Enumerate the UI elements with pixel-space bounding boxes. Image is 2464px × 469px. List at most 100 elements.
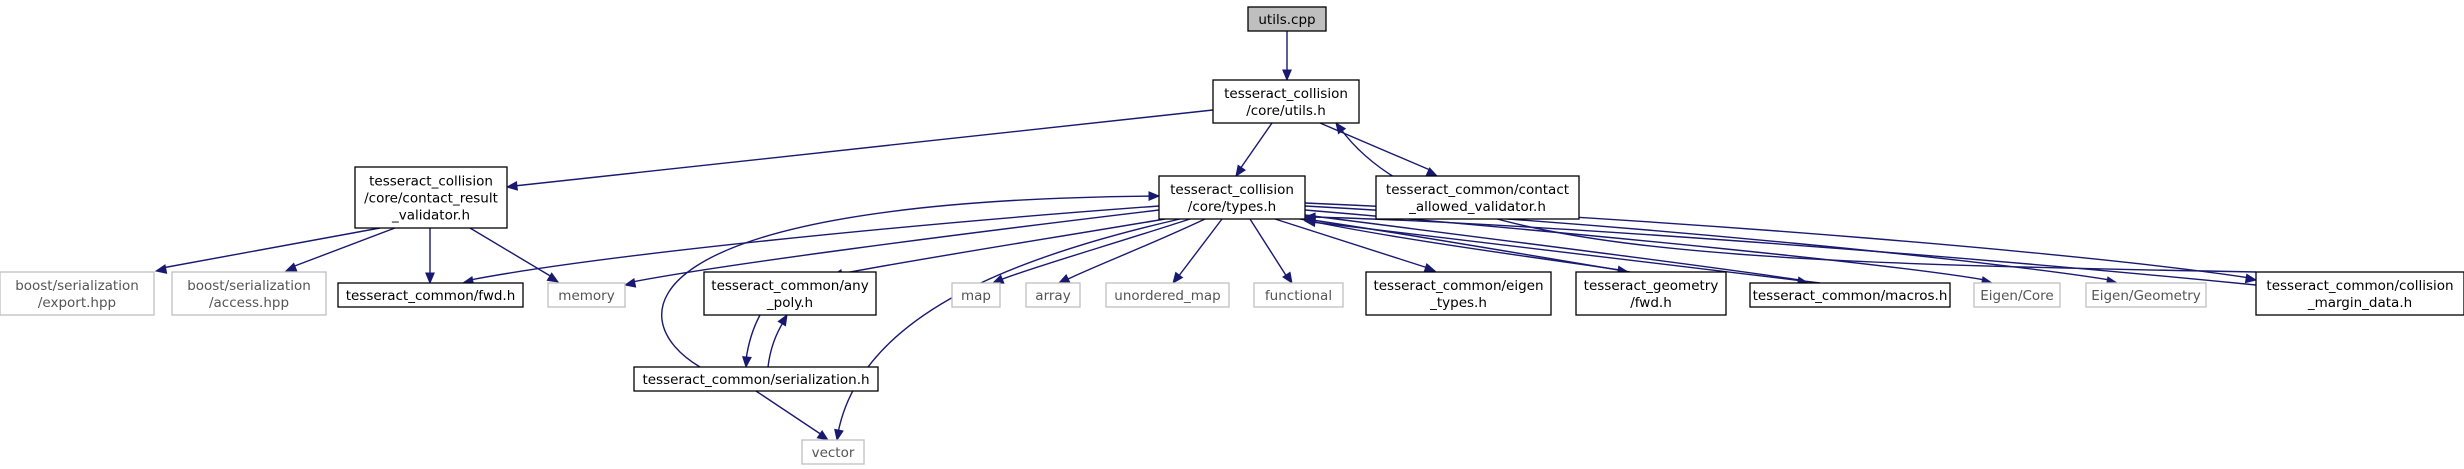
arrowhead-core_types_h-array — [1057, 273, 1071, 284]
node-eigen-core: Eigen/Core — [1973, 282, 2061, 308]
node-boost-access: boost/serialization/access.hpp — [171, 271, 327, 316]
node-label: tesseract_common/contact — [1386, 182, 1569, 198]
node-label: memory — [558, 288, 614, 304]
edge-contact_result_validator_h-boost_export — [161, 227, 381, 269]
node-label: /core/contact_result — [364, 191, 498, 207]
node-box — [1973, 282, 2061, 308]
node-label: tesseract_common/macros.h — [1753, 288, 1948, 304]
node-box — [354, 166, 508, 229]
arrowhead-serialization_h-any_poly_h — [777, 313, 788, 327]
node-label: /core/utils.h — [1246, 103, 1326, 119]
node-label: utils.cpp — [1258, 12, 1315, 28]
node-geometry-fwd-h[interactable]: tesseract_geometry/fwd.h — [1575, 271, 1727, 316]
node-box — [1025, 282, 1081, 308]
node-any-poly-h[interactable]: tesseract_common/any_poly.h — [703, 271, 877, 316]
edge-serialization_h-vector — [755, 390, 823, 436]
node-label: /fwd.h — [1630, 295, 1672, 311]
node-label: tesseract_collision — [369, 174, 493, 190]
node-label: /access.hpp — [209, 295, 289, 311]
node-vector: vector — [801, 439, 865, 465]
node-eigen-types-h[interactable]: tesseract_common/eigen_types.h — [1365, 271, 1552, 316]
edge-core_types_h-any_poly_h — [839, 218, 1166, 275]
node-box — [2085, 282, 2207, 308]
node-box — [951, 282, 1001, 308]
node-contact-allowed-validator-h[interactable]: tesseract_common/contact_allowed_validat… — [1375, 175, 1580, 220]
node-label: tesseract_collision — [1170, 182, 1294, 198]
node-label: unordered_map — [1114, 288, 1220, 304]
node-functional: functional — [1253, 282, 1344, 308]
node-box — [2255, 271, 2464, 316]
node-label: tesseract_collision — [1224, 86, 1348, 102]
node-utils-cpp[interactable]: utils.cpp — [1247, 6, 1327, 32]
node-box — [633, 366, 879, 392]
node-label: boost/serialization — [187, 278, 311, 294]
arrowhead-contact_result_validator_h-memory — [546, 272, 560, 283]
node-box — [1365, 271, 1552, 316]
node-boost-export: boost/serialization/export.hpp — [0, 271, 155, 316]
arrowhead-collision_margin_data_h-core_utils_h — [1335, 121, 1347, 135]
arrowhead-contact_result_validator_h-common_fwd_h — [425, 272, 435, 285]
node-map: map — [951, 282, 1001, 308]
node-common-fwd-h[interactable]: tesseract_common/fwd.h — [337, 282, 524, 308]
node-unordered-map: unordered_map — [1105, 282, 1230, 308]
edge-contact_result_validator_h-boost_access — [291, 227, 396, 268]
arrowhead-core_types_h-collision_margin_data_h — [2244, 273, 2258, 284]
node-label: boost/serialization — [15, 278, 139, 294]
node-box — [1158, 175, 1306, 220]
edge-core_types_h-macros_h — [1304, 214, 1801, 281]
node-label: array — [1035, 288, 1070, 304]
node-box — [171, 271, 327, 316]
arrowhead-eigen_types_h-core_types_h — [1303, 212, 1316, 223]
arrowhead-serialization_h-vector — [816, 429, 830, 441]
node-box — [1212, 79, 1360, 124]
node-box — [1105, 282, 1230, 308]
node-box — [1749, 282, 1951, 308]
node-collision-margin-data-h[interactable]: tesseract_common/collision_margin_data.h — [2255, 271, 2464, 316]
edge-core_types_h-unordered_map — [1177, 218, 1223, 278]
node-box — [801, 439, 865, 465]
edge-core_types_h-memory — [631, 209, 1160, 283]
edge-any_poly_h-serialization_h — [745, 314, 761, 361]
arrowhead-core_types_h-vector — [834, 428, 844, 442]
node-contact-result-validator-h[interactable]: tesseract_collision/core/contact_result_… — [354, 166, 508, 229]
edge-contact_result_validator_h-memory — [469, 227, 553, 278]
node-label: functional — [1265, 288, 1332, 304]
node-box — [1247, 6, 1327, 32]
node-box — [703, 271, 877, 316]
node-label: _types.h — [1429, 295, 1487, 311]
edge-core_types_h-functional — [1249, 218, 1288, 278]
edge-core_types_h-map — [999, 218, 1191, 281]
node-serialization-h[interactable]: tesseract_common/serialization.h — [633, 366, 879, 392]
edge-core_types_h-array — [1065, 218, 1206, 281]
node-label: Eigen/Core — [1980, 288, 2054, 304]
node-label: tesseract_common/serialization.h — [642, 372, 869, 388]
node-macros-h[interactable]: tesseract_common/macros.h — [1749, 282, 1951, 308]
edge-eigen_types_h-core_types_h — [1311, 216, 2257, 286]
node-label: tesseract_common/collision — [2266, 278, 2453, 294]
edge-macros_h-core_types_h — [1311, 221, 1821, 284]
arrowhead-contact_result_validator_h-boost_access — [284, 262, 298, 272]
include-nodes: utils.cpp tesseract_collision/core/utils.… — [0, 6, 2464, 465]
node-label: map — [961, 288, 991, 304]
arrowhead-core_types_h-functional — [1282, 271, 1293, 285]
arrowhead-serialization_h-core_types_h — [1148, 191, 1161, 202]
node-core-types-h[interactable]: tesseract_collision/core/types.h — [1158, 175, 1306, 220]
include-edges — [154, 31, 2258, 442]
arrowhead-core_utils_h-contact_result_validator_h — [505, 180, 518, 191]
node-box — [1375, 175, 1580, 220]
node-label: _validator.h — [391, 208, 470, 224]
edge-core_types_h-common_fwd_h — [469, 205, 1160, 281]
node-core-utils-h[interactable]: tesseract_collision/core/utils.h — [1212, 79, 1360, 124]
arrowhead-core_types_h-memory — [623, 277, 637, 288]
node-label: tesseract_common/any — [711, 278, 868, 294]
node-box — [0, 271, 155, 316]
edge-core_types_h-vector — [837, 218, 1181, 434]
edge-core_utils_h-contact_result_validator_h — [513, 109, 1214, 187]
node-label: tesseract_common/eigen — [1373, 278, 1543, 294]
node-box — [1253, 282, 1344, 308]
edge-collision_margin_data_h-core_utils_h — [1339, 127, 2257, 273]
node-label: tesseract_common/fwd.h — [346, 288, 516, 304]
node-label: /core/types.h — [1188, 199, 1276, 215]
edge-core_types_h-eigen_core — [1304, 209, 1986, 281]
